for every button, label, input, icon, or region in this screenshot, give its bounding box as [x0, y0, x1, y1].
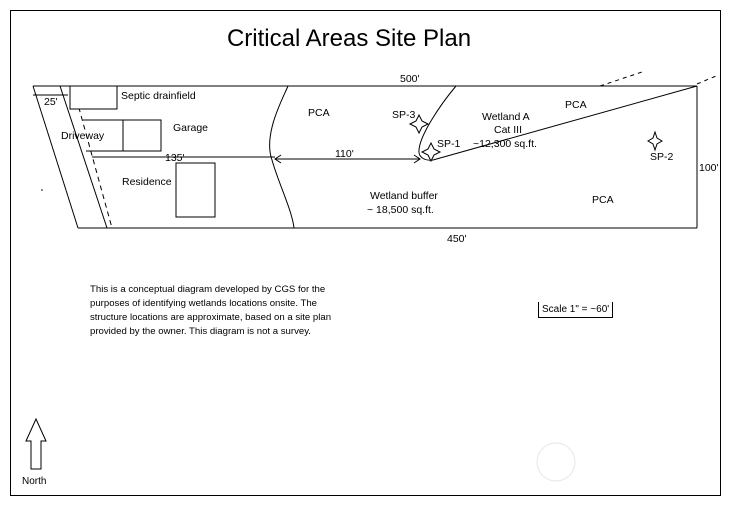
driveway-edge	[59, 85, 108, 229]
pca-top-right-label: PCA	[565, 99, 587, 111]
wetland-a-outline	[418, 85, 698, 161]
boundary-left	[32, 85, 79, 229]
arrow-right-110	[413, 154, 421, 164]
arrow-left-110	[274, 154, 282, 164]
wetland-a-cat: Cat III	[494, 124, 522, 136]
note-line-1: This is a conceptual diagram developed b…	[90, 284, 326, 295]
pca-bottom-right-label: PCA	[592, 194, 614, 206]
dim-bottom: 450'	[447, 233, 467, 245]
north-arrow-icon	[25, 417, 47, 470]
sp3-star-icon	[408, 113, 430, 135]
driveway-dashed-line	[73, 89, 113, 229]
buffer-area: ~ 18,500 sq.ft.	[367, 204, 434, 216]
sp2-label: SP-2	[650, 151, 674, 163]
note-line-3: structure locations are approximate, bas…	[90, 312, 332, 323]
dim-top: 500'	[400, 73, 420, 85]
sp3-label: SP-3	[392, 109, 416, 121]
sp2-star-icon	[647, 130, 663, 152]
septic-label: Septic drainfield	[121, 90, 196, 102]
boundary-extension	[599, 71, 717, 87]
scale-label: Scale 1" = ~60'	[538, 302, 614, 318]
dim-buffer-line: 110'	[335, 148, 354, 160]
north-label: North	[22, 476, 47, 487]
driveway-lines	[33, 85, 108, 229]
sp1-label: SP-1	[437, 138, 461, 150]
property-boundary	[32, 85, 698, 229]
pca-left-label: PCA	[308, 107, 330, 119]
residence-rect	[175, 162, 216, 218]
wetland-a-name: Wetland A	[482, 111, 530, 123]
sp1-star-icon	[420, 141, 442, 163]
garage-label: Garage	[173, 122, 208, 134]
dim-left-setback: 25'	[44, 96, 58, 108]
septic-drainfield-rect	[69, 85, 118, 110]
dim-residence-line: 135'	[165, 152, 185, 164]
note-line-4: provided by the owner. This diagram is n…	[90, 326, 311, 337]
page-frame	[10, 10, 721, 496]
buffer-boundary	[269, 85, 295, 229]
page-title: Critical Areas Site Plan	[227, 25, 471, 52]
buffer-name: Wetland buffer	[370, 190, 438, 202]
residence-label: Residence	[122, 176, 172, 188]
wetland-a-area: ~12,300 sq.ft.	[473, 138, 537, 150]
dim-right: 100'	[699, 162, 719, 174]
garage-rect	[122, 119, 162, 152]
driveway-connector	[83, 119, 123, 152]
marker-dot	[41, 189, 43, 191]
disclaimer-note: This is a conceptual diagram developed b…	[90, 283, 380, 339]
faint-circle	[536, 442, 576, 482]
note-line-2: purposes of identifying wetlands locatio…	[90, 298, 318, 309]
driveway-label: Driveway	[61, 130, 105, 142]
